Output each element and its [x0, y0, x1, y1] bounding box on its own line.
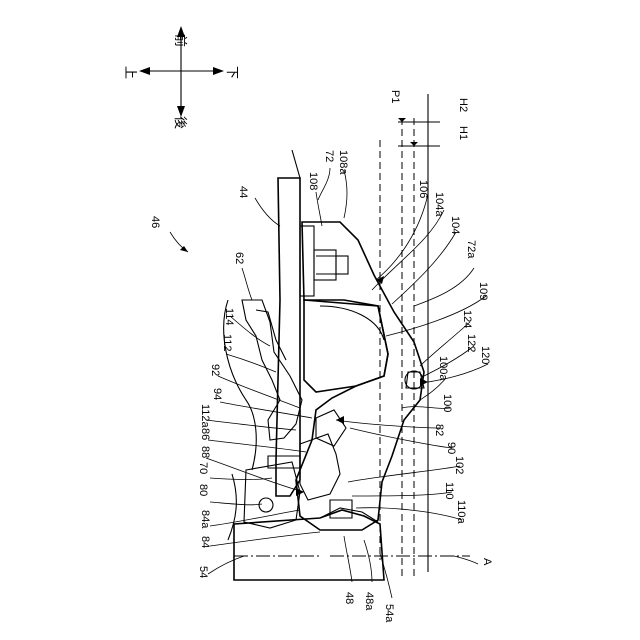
label-108a: 108a [337, 150, 349, 175]
label-100a: 100a [437, 356, 449, 381]
seal-upper [242, 300, 302, 468]
label-H2: H2 [457, 98, 469, 112]
label-82: 82 [433, 424, 445, 436]
label-94: 94 [211, 388, 223, 400]
label-122: 122 [465, 334, 477, 352]
label-44: 44 [237, 186, 249, 198]
label-54: 54 [197, 566, 209, 578]
label-110a: 110a [455, 500, 467, 525]
label-104a: 104a [433, 192, 445, 217]
label-62: 62 [233, 252, 245, 264]
direction-rear: 後 [172, 116, 187, 129]
leader-lines [170, 168, 488, 598]
label-88: 88 [199, 446, 211, 458]
direction-cross: 前 後 上 下 [122, 26, 239, 129]
label-114: 114 [223, 308, 235, 326]
label-112: 112 [221, 334, 233, 352]
label-112a: 112a [199, 404, 211, 429]
label-100: 100 [441, 394, 453, 412]
direction-front: 前 [172, 34, 188, 47]
label-84a: 84a [199, 510, 211, 529]
label-A: A [481, 558, 493, 566]
label-72a: 72a [465, 240, 477, 259]
label-H1: H1 [457, 126, 469, 140]
label-90: 90 [445, 442, 457, 454]
label-120: 120 [479, 346, 491, 364]
label-86: 86 [199, 428, 211, 440]
seal-lower [244, 410, 346, 528]
label-54a: 54a [383, 604, 395, 623]
label-124: 124 [461, 310, 473, 328]
label-assembly: 46 [149, 216, 161, 228]
label-106: 106 [417, 180, 429, 198]
label-70: 70 [197, 462, 209, 474]
label-84: 84 [199, 536, 211, 548]
label-104: 104 [449, 216, 461, 234]
label-80: 80 [197, 484, 209, 496]
part-labels: 46 P1 H2 H1 A 44 72 108a 108 106 104a 10… [149, 90, 493, 623]
direction-down: 下 [224, 66, 239, 79]
direction-up: 上 [122, 66, 137, 79]
label-48: 48 [343, 592, 355, 604]
label-P1: P1 [389, 90, 401, 103]
label-102: 102 [453, 456, 465, 474]
label-109: 109 [477, 282, 489, 300]
label-72: 72 [323, 150, 335, 162]
label-108: 108 [307, 172, 319, 190]
housing-body [296, 222, 424, 530]
label-110: 110 [443, 482, 455, 500]
label-48a: 48a [363, 592, 375, 611]
label-92: 92 [209, 364, 221, 376]
